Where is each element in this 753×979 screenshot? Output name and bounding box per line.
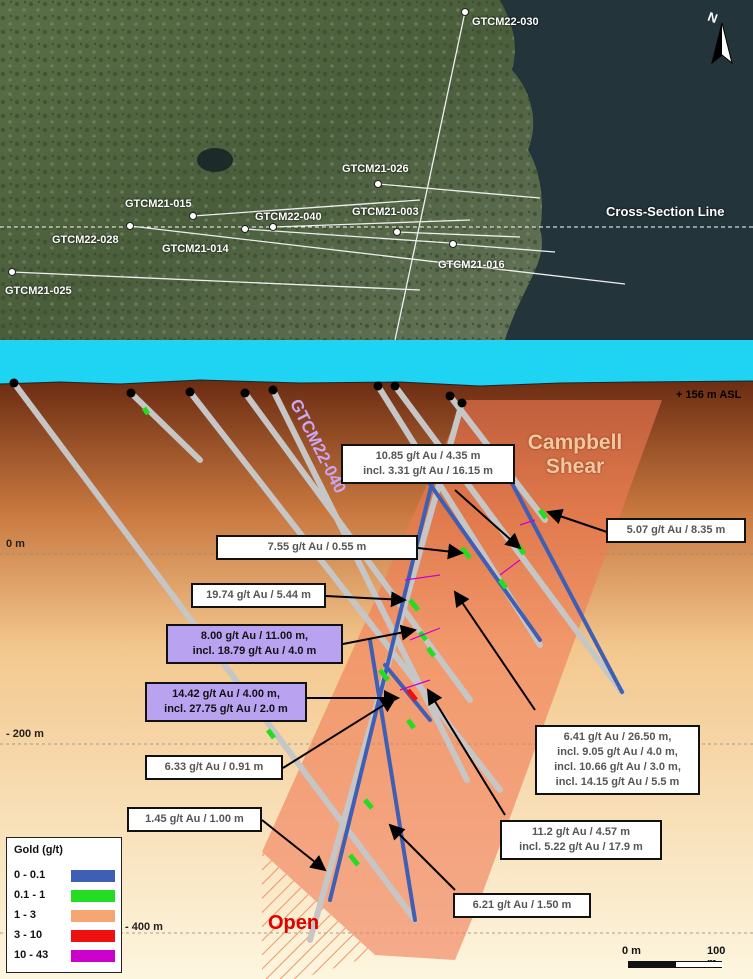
callout-arrows — [261, 489, 608, 891]
plan-map — [0, 0, 753, 340]
north-label: N — [706, 9, 720, 26]
campbell-shear-zone — [262, 400, 662, 960]
small-pond — [197, 148, 233, 172]
north-arrow-icon: N — [706, 9, 733, 65]
forest-texture — [0, 0, 542, 340]
lake-bottom-line — [0, 379, 753, 387]
assay-intervals — [141, 406, 548, 867]
hole-traces — [11, 11, 626, 340]
cross-section — [0, 340, 753, 979]
hole-collars — [8, 8, 469, 276]
collar-dots — [9, 378, 467, 408]
